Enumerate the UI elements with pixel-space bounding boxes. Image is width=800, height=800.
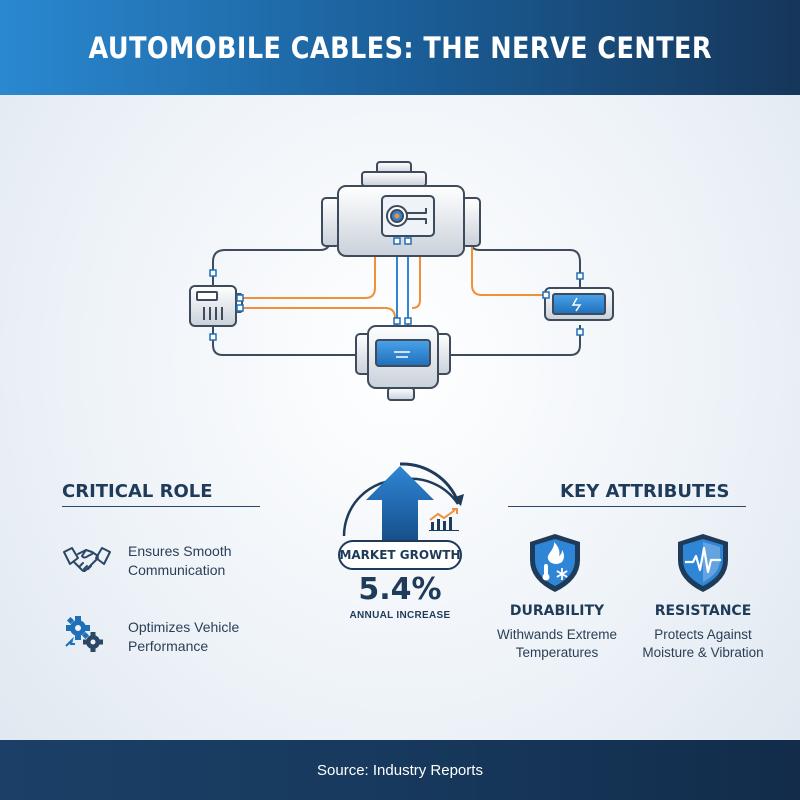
battery-module bbox=[544, 287, 614, 321]
resistance-description: Protects Against Moisture & Vibration bbox=[642, 627, 764, 660]
footer-bar: Source: Industry Reports bbox=[0, 740, 800, 800]
resistance-title: RESISTANCE bbox=[654, 603, 752, 619]
critical-role-item-performance: Optimizes Vehicle Performance bbox=[128, 619, 240, 654]
header-banner: AUTOMOBILE CABLES: THE NERVE CENTER bbox=[0, 0, 800, 95]
vibration-shield-icon bbox=[678, 534, 728, 592]
growth-arrow-icon bbox=[342, 462, 464, 540]
key-attributes-title: KEY ATTRIBUTES bbox=[560, 481, 730, 502]
temperature-shield-icon bbox=[530, 534, 580, 592]
growth-chart-icon bbox=[429, 508, 459, 531]
engine-control-module bbox=[321, 161, 481, 257]
critical-role-item-communication: Ensures Smooth Communication bbox=[128, 543, 232, 578]
handshake-icon bbox=[63, 547, 111, 572]
market-growth-badge: MARKET GROWTH bbox=[338, 540, 462, 570]
transmission-module bbox=[355, 325, 451, 401]
alternator-module bbox=[189, 285, 243, 327]
market-growth-caption: ANNUAL INCREASE bbox=[349, 610, 451, 621]
critical-role-divider bbox=[62, 506, 260, 507]
key-attributes-divider bbox=[508, 506, 746, 507]
critical-role-title: CRITICAL ROLE bbox=[62, 481, 213, 502]
market-growth-value: 5.4% bbox=[358, 572, 442, 607]
durability-title: DURABILITY bbox=[509, 603, 605, 619]
source-note: Source: Industry Reports bbox=[317, 761, 483, 779]
gears-icon bbox=[65, 616, 103, 652]
market-growth-label: MARKET GROWTH bbox=[339, 548, 461, 562]
durability-description: Withwands Extreme Temperatures bbox=[496, 627, 618, 660]
cable-wiring-diagram bbox=[189, 161, 614, 401]
page-title: AUTOMOBILE CABLES: THE NERVE CENTER bbox=[88, 30, 712, 65]
cable-connectors bbox=[209, 237, 584, 341]
